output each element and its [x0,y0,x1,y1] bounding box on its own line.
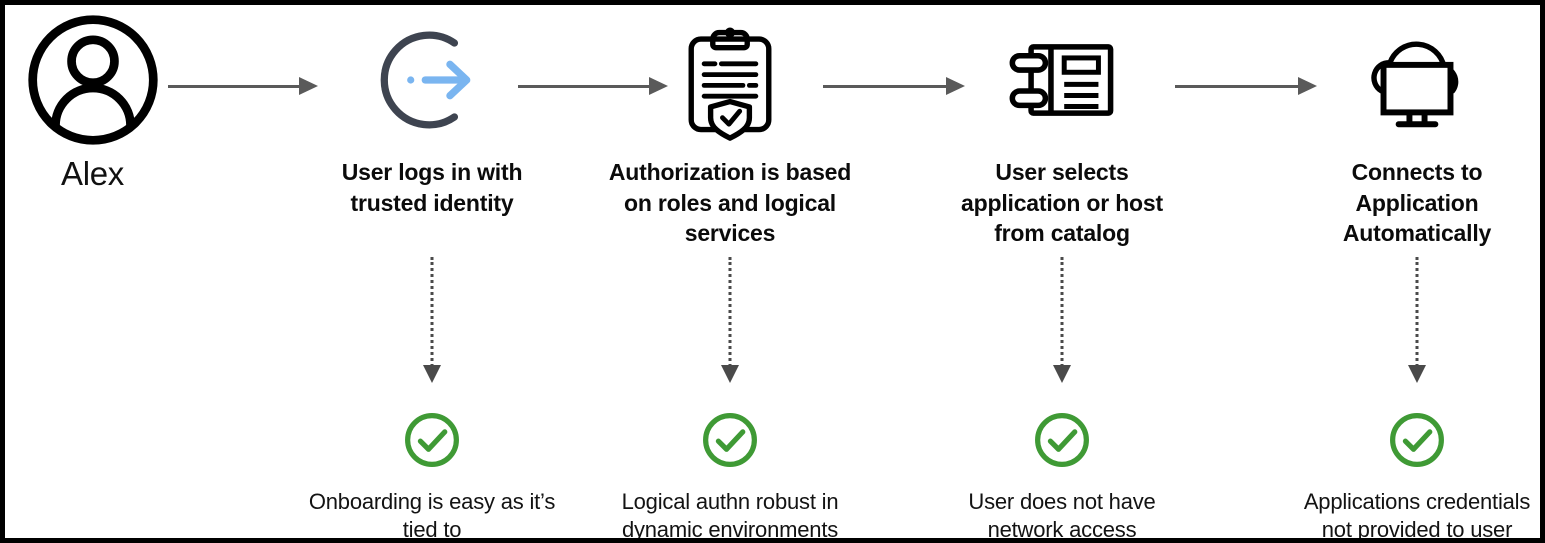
step-column-login: User logs in with trusted identity Onboa… [302,5,562,543]
persona-name: Alex [61,155,124,192]
benefit-caption-catalog: User does not have network access [968,489,1156,543]
dotted-connector-login [421,257,443,397]
arrow-login-to-authorization [518,77,668,95]
green-check-circle-icon-catalog [1033,411,1091,469]
step-title-login: User logs in with trusted identity [341,159,523,216]
benefit-caption-connect: Applications credentials not provided to… [1303,489,1531,543]
dotted-connector-connect [1406,257,1428,397]
persona-column: Alex [5,5,180,538]
green-check-circle-icon-connect [1388,411,1446,469]
user-avatar-icon [5,14,180,145]
dotted-connector-authorization [719,257,741,397]
arrow-authorization-to-catalog [823,77,965,95]
login-arrow-icon [302,17,562,142]
dotted-connector-catalog [1051,257,1073,397]
arrow-catalog-to-connect [1175,77,1317,95]
benefit-caption-login: Onboarding is easy as it’s tied to trust… [308,489,556,543]
step-title-authorization: Authorization is based on roles and logi… [608,159,852,247]
arrow-persona-to-login [168,77,318,95]
cloud-monitor-icon [1287,17,1540,142]
step-column-connect: Connects to Application Automatically Ap… [1287,5,1540,543]
green-check-circle-icon-login [403,411,461,469]
green-check-circle-icon-authorization [701,411,759,469]
benefit-caption-authorization: Logical authn robust in dynamic environm… [621,489,839,543]
step-title-connect: Connects to Application Automatically [1342,159,1492,247]
catalog-notebook-icon [932,17,1192,142]
step-title-catalog: User selects application or host from ca… [961,159,1163,247]
step-column-authorization: Authorization is based on roles and logi… [600,5,860,543]
clipboard-shield-check-icon [600,17,860,142]
step-column-catalog: User selects application or host from ca… [932,5,1192,543]
